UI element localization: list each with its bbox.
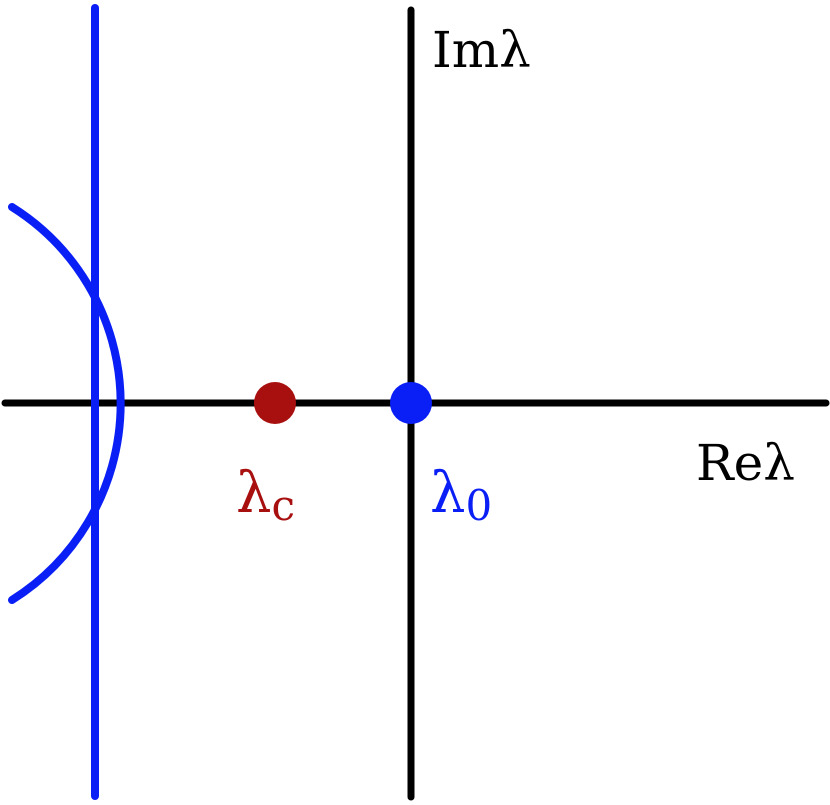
- lambda-c-label: λc: [236, 461, 295, 530]
- imaginary-axis-label: Imλ: [432, 21, 531, 79]
- real-axis-label: Reλ: [696, 434, 795, 492]
- lambda-0-subscript: 0: [466, 481, 493, 530]
- lambda-0-label: λ0: [430, 461, 492, 530]
- lambda-c-point: [254, 382, 296, 424]
- lambda-0-point: [390, 382, 432, 424]
- spectrum-arc: [8, 203, 125, 604]
- lambda-c-subscript: c: [272, 481, 296, 530]
- lambda-c-symbol: λ: [236, 461, 272, 526]
- lambda-0-symbol: λ: [430, 461, 466, 526]
